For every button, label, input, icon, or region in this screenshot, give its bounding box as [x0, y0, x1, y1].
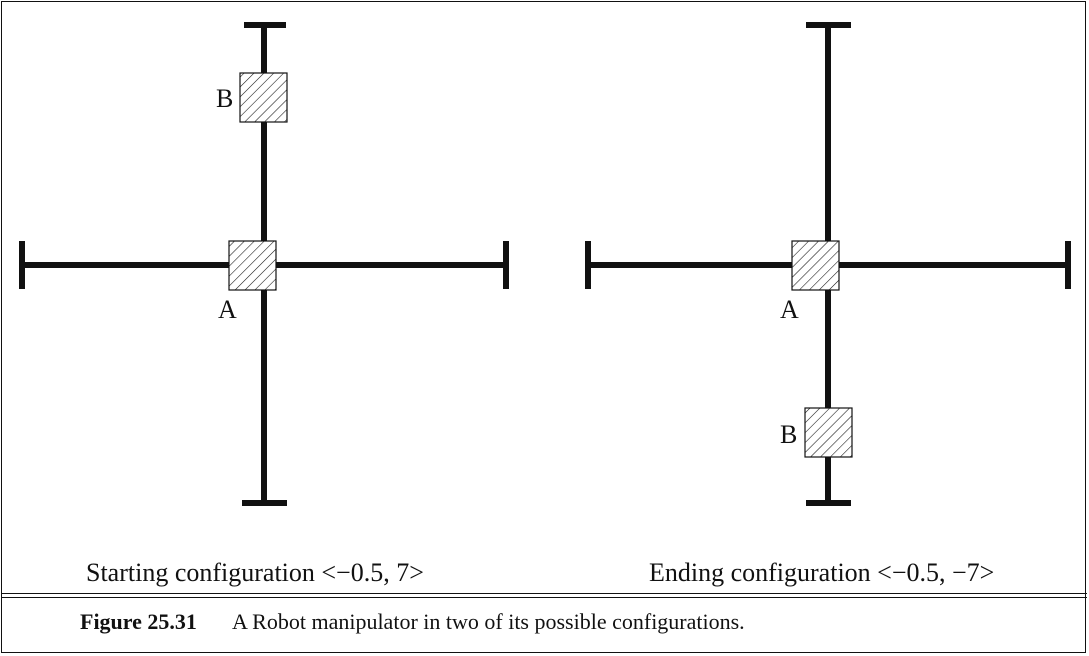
- label-a: A: [218, 295, 237, 324]
- panel-end: A B Ending configuration <−0.5, −7>: [585, 22, 1071, 587]
- caption-separator-inner: [1, 597, 1087, 598]
- label-b: B: [780, 420, 797, 449]
- slider-b: [239, 72, 288, 123]
- slider-b: [804, 407, 853, 458]
- joint-a: [791, 240, 840, 291]
- joint-a: [228, 240, 277, 291]
- caption-separator: [1, 593, 1087, 594]
- label-b: B: [216, 84, 233, 113]
- label-a: A: [780, 295, 799, 324]
- figure-caption: A Robot manipulator in two of its possib…: [232, 609, 745, 634]
- panel-start: A B Starting configuration <−0.5, 7>: [19, 22, 509, 587]
- panel-caption: Ending configuration <−0.5, −7>: [649, 558, 994, 587]
- figure-number: Figure 25.31: [80, 609, 197, 634]
- panel-caption: Starting configuration <−0.5, 7>: [86, 558, 424, 587]
